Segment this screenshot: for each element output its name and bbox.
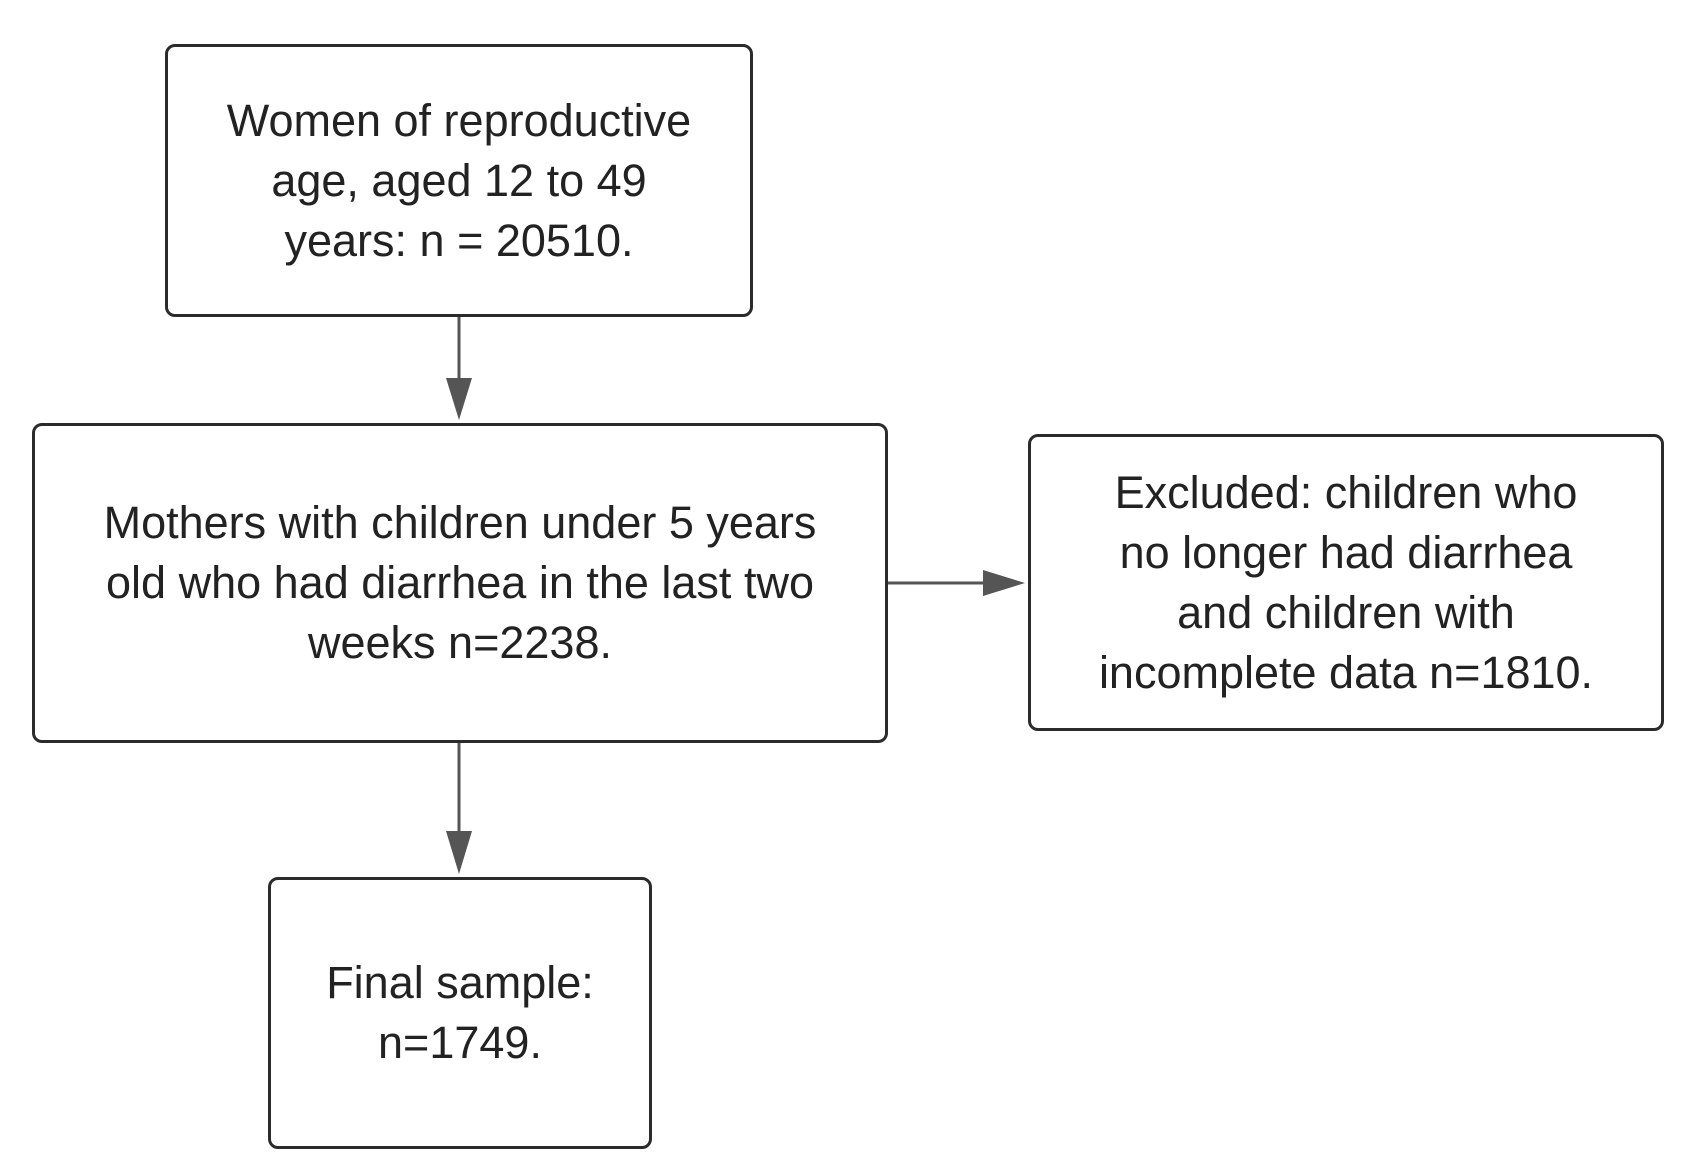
node-mothers-line-1: Mothers with children under 5 years [103, 497, 817, 548]
node-excluded-line-4: incomplete data n=1810. [1098, 646, 1594, 698]
node-excluded-text: Excluded: children who no longer had dia… [1099, 463, 1593, 703]
node-excluded-line-2: no longer had diarrhea [1119, 526, 1573, 578]
node-mothers-line-3: weeks n=2238. [308, 617, 612, 668]
node-final-sample: Final sample: n=1749. [268, 877, 652, 1149]
node-final-line-2: n=1749. [378, 1017, 542, 1068]
node-women-line-2: age, aged 12 to 49 [271, 154, 647, 206]
node-excluded: Excluded: children who no longer had dia… [1028, 434, 1664, 731]
node-final-text: Final sample: n=1749. [326, 953, 594, 1073]
node-excluded-line-1: Excluded: children who [1114, 466, 1578, 518]
node-mothers-text: Mothers with children under 5 years old … [104, 493, 817, 673]
node-excluded-line-3: and children with [1177, 586, 1515, 638]
arrowhead-women-to-mothers [446, 378, 472, 420]
node-women-reproductive-age: Women of reproductive age, aged 12 to 49… [165, 44, 753, 317]
node-women-line-3: years: n = 20510. [284, 214, 634, 266]
arrowhead-mothers-to-final [446, 831, 472, 874]
node-women-text: Women of reproductive age, aged 12 to 49… [227, 91, 691, 271]
node-mothers-line-2: old who had diarrhea in the last two [106, 557, 814, 608]
arrowhead-mothers-to-excluded [983, 570, 1025, 596]
node-women-line-1: Women of reproductive [226, 94, 692, 146]
node-mothers-children-diarrhea: Mothers with children under 5 years old … [32, 423, 888, 743]
node-final-line-1: Final sample: [326, 957, 594, 1008]
